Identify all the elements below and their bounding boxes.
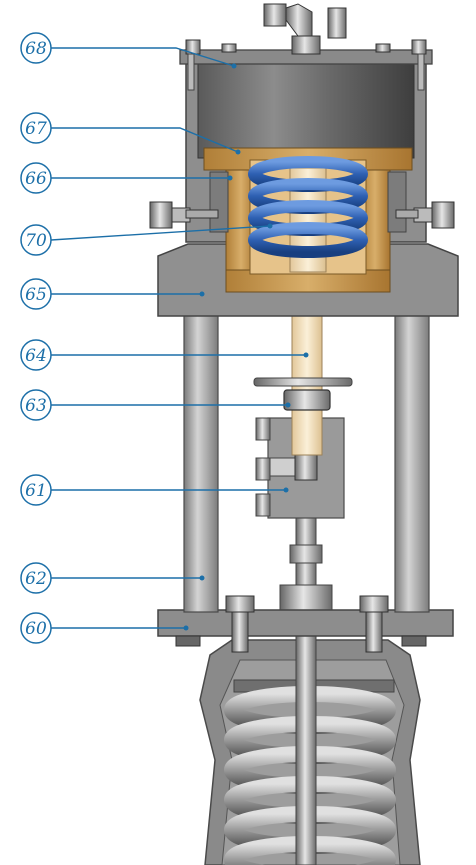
callout-67: 67 bbox=[20, 112, 241, 155]
callout-dot bbox=[183, 625, 189, 631]
callout-dot bbox=[199, 291, 205, 297]
callout-63: 63 bbox=[20, 389, 291, 421]
callout-label: 68 bbox=[25, 39, 47, 59]
callout-66: 66 bbox=[20, 162, 233, 194]
callout-label: 61 bbox=[25, 481, 47, 501]
callout-60: 60 bbox=[20, 612, 189, 644]
callout-label: 62 bbox=[25, 569, 47, 589]
callout-dot bbox=[231, 63, 237, 69]
coupling-nut bbox=[253, 377, 353, 411]
base-plate bbox=[157, 595, 454, 653]
callout-dot bbox=[283, 487, 289, 493]
top-fittings bbox=[263, 3, 347, 55]
callout-label: 67 bbox=[25, 119, 47, 139]
blue-spring bbox=[248, 156, 368, 258]
callout-label: 66 bbox=[25, 169, 47, 189]
positioner-block bbox=[255, 417, 345, 519]
callout-68: 68 bbox=[20, 32, 237, 69]
top-cover bbox=[179, 39, 433, 91]
callouts: 68 67 66 70 65 64 63 61 62 60 bbox=[20, 32, 309, 644]
callout-label: 60 bbox=[25, 619, 47, 639]
callout-leader bbox=[51, 47, 235, 67]
callout-leader bbox=[50, 225, 271, 241]
callout-label: 70 bbox=[25, 231, 47, 251]
callout-dot bbox=[267, 223, 273, 229]
callout-label: 63 bbox=[25, 396, 47, 416]
callout-dot bbox=[303, 352, 309, 358]
columns bbox=[183, 311, 430, 613]
callout-dot bbox=[235, 149, 241, 155]
callout-70: 70 bbox=[20, 223, 273, 256]
callout-label: 64 bbox=[25, 346, 47, 366]
callout-dot bbox=[227, 175, 233, 181]
callout-64: 64 bbox=[20, 339, 309, 371]
callout-62: 62 bbox=[20, 562, 205, 594]
callout-dot bbox=[199, 575, 205, 581]
side-fittings bbox=[149, 201, 455, 229]
callout-label: 65 bbox=[25, 285, 47, 305]
callout-dot bbox=[285, 402, 291, 408]
blue-spring-coil bbox=[248, 222, 368, 258]
callout-leader bbox=[51, 127, 239, 153]
callout-61: 61 bbox=[20, 474, 289, 506]
callout-65: 65 bbox=[20, 278, 205, 310]
